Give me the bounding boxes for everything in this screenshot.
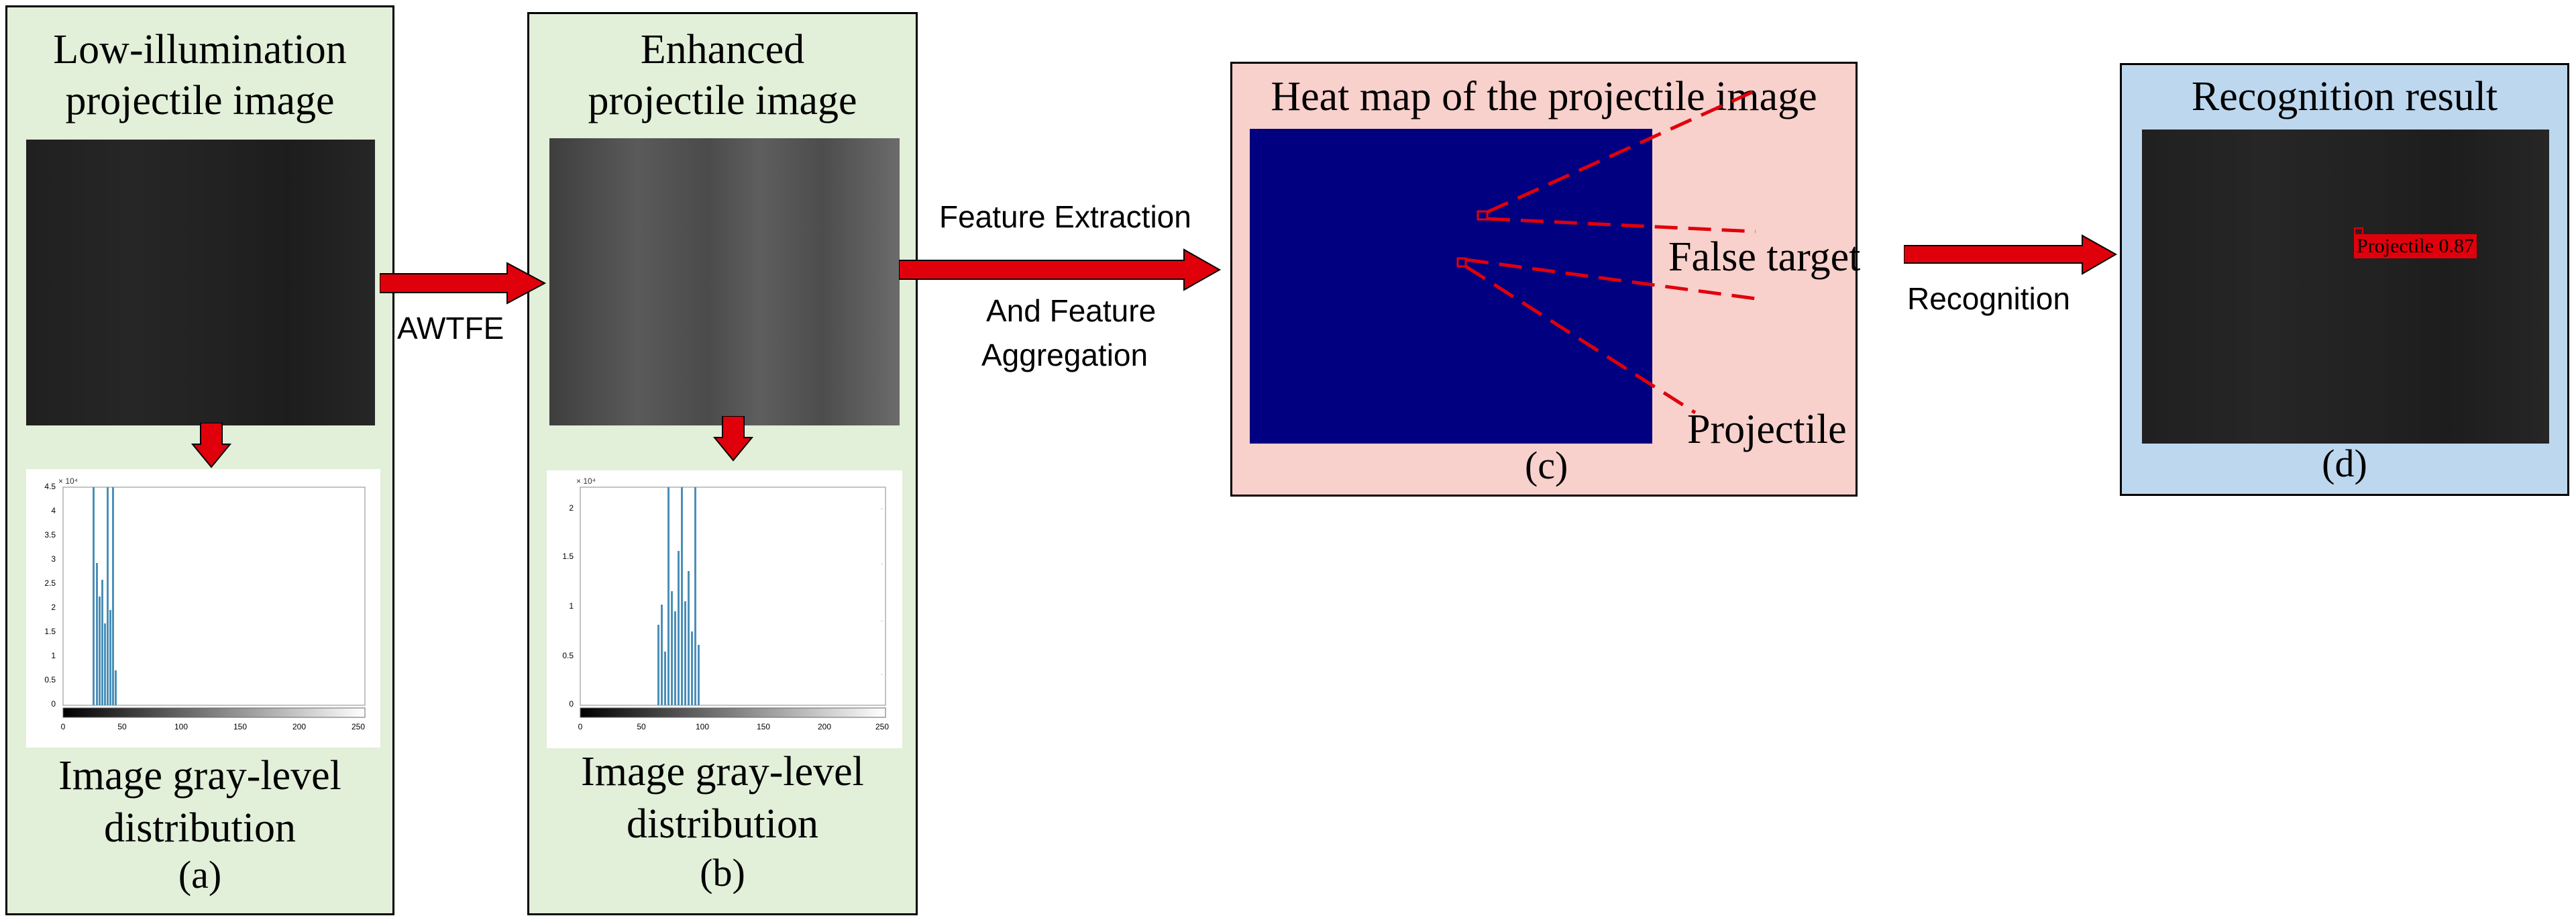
y-tick: 2 — [569, 503, 574, 513]
histogram-b-yticks: 2 1.5 1 0.5 0 — [562, 503, 574, 709]
panel-d-title: Recognition result — [2191, 74, 2498, 119]
grayscale-bar-a — [62, 707, 366, 718]
panel-b-caption-line1: Image gray-level — [581, 749, 864, 795]
projectile-box — [1456, 257, 1467, 268]
down-arrow-a — [191, 423, 231, 468]
recognition-label: Recognition — [1907, 281, 2070, 316]
heatmap-image — [1250, 129, 1652, 444]
panel-c-title: Heat map of the projectile image — [1271, 74, 1817, 119]
feature-arrow — [899, 248, 1221, 291]
histogram-a-plot: × 10⁴ 4.5 4 3.5 3 2.5 2 1.5 1 0.5 0 — [44, 476, 366, 731]
svg-text:.: . — [881, 559, 883, 566]
panel-a-title-line1: Low-illumination — [53, 27, 347, 72]
feature-label-line3: Aggregation — [981, 338, 1148, 372]
x-tick: 0 — [578, 722, 583, 731]
histogram-b-plot: × 10⁴ . . . . 2 1.5 1 0.5 0 — [562, 476, 890, 731]
x-tick: 250 — [352, 722, 365, 731]
svg-text:.: . — [881, 616, 883, 623]
panel-a-title-line2: projectile image — [65, 78, 335, 123]
x-tick: 50 — [117, 722, 127, 731]
x-tick: 150 — [233, 722, 247, 731]
x-tick: 100 — [696, 722, 709, 731]
histogram-b-xticks: 0 50 100 150 200 250 — [578, 722, 890, 731]
panel-b-label: (b) — [700, 851, 745, 895]
y-tick: 2 — [51, 603, 56, 612]
feature-label-line2: And Feature — [986, 293, 1157, 328]
awtfe-label: AWTFE — [397, 311, 504, 346]
y-tick: 2.5 — [44, 578, 56, 588]
recognition-image — [2142, 130, 2549, 444]
svg-text:.: . — [881, 670, 883, 677]
recognition-arrow — [1904, 234, 2118, 275]
panel-a-caption-line2: distribution — [104, 805, 296, 851]
feature-label-line1: Feature Extraction — [939, 199, 1191, 234]
y-tick: 1.5 — [44, 627, 56, 636]
low-illumination-image — [26, 140, 375, 425]
histogram-a-xticks: 0 50 100 150 200 250 — [61, 722, 366, 731]
false-target-box — [1477, 210, 1489, 221]
detection-label: Projectile 0.87 — [2354, 234, 2477, 258]
panel-a: Low-illumination projectile image × 10⁴ … — [5, 5, 394, 915]
y-tick: 1 — [569, 601, 574, 611]
histogram-a: × 10⁴ 4.5 4 3.5 3 2.5 2 1.5 1 0.5 0 — [26, 469, 380, 748]
histogram-a-bars — [93, 487, 117, 705]
grayscale-bar-b — [580, 707, 886, 718]
x-tick: 200 — [292, 722, 306, 731]
awtfe-arrow — [380, 262, 547, 305]
histogram-b: × 10⁴ . . . . 2 1.5 1 0.5 0 — [547, 470, 902, 748]
histogram-a-yticks: 4.5 4 3.5 3 2.5 2 1.5 1 0.5 0 — [44, 482, 56, 709]
enhanced-image — [549, 138, 900, 425]
svg-text:.: . — [881, 504, 883, 511]
y-tick: 0 — [51, 699, 56, 709]
panel-b-title-line1: Enhanced — [640, 27, 805, 72]
y-tick: 3 — [51, 554, 56, 564]
y-tick: 3.5 — [44, 530, 56, 540]
panel-d-label: (d) — [2322, 442, 2367, 485]
callout-lines — [1456, 89, 1757, 415]
x-tick: 200 — [818, 722, 831, 731]
x-tick: 250 — [875, 722, 889, 731]
panel-a-label: (a) — [178, 853, 222, 897]
x-tick: 50 — [637, 722, 646, 731]
y-tick: 4.5 — [44, 482, 56, 491]
y-tick: 0.5 — [44, 675, 56, 684]
x-tick: 150 — [757, 722, 770, 731]
false-target-label: False target — [1668, 234, 1861, 280]
panel-c: Heat map of the projectile image False t… — [1230, 62, 1861, 497]
y-tick: 0 — [569, 699, 574, 709]
y-tick: 1.5 — [562, 552, 574, 561]
panel-b-title-line2: projectile image — [588, 78, 857, 123]
panel-d: Recognition result Projectile 0.87 (d) — [2120, 63, 2569, 496]
y-tick: 4 — [51, 506, 56, 515]
panel-b: Enhanced projectile image × 10⁴ . . . . … — [527, 12, 918, 915]
panel-a-caption-line1: Image gray-level — [58, 753, 341, 799]
y-tick: 1 — [51, 651, 56, 660]
projectile-label: Projectile — [1687, 407, 1847, 452]
histogram-a-exponent: × 10⁴ — [58, 476, 78, 486]
histogram-b-bars — [657, 487, 700, 705]
x-tick: 0 — [61, 722, 66, 731]
y-tick: 0.5 — [562, 651, 574, 660]
x-tick: 100 — [174, 722, 188, 731]
panel-c-label: (c) — [1525, 444, 1568, 487]
histogram-b-exponent: × 10⁴ — [576, 476, 596, 486]
panel-b-caption-line2: distribution — [627, 801, 818, 847]
down-arrow-b — [713, 416, 753, 462]
